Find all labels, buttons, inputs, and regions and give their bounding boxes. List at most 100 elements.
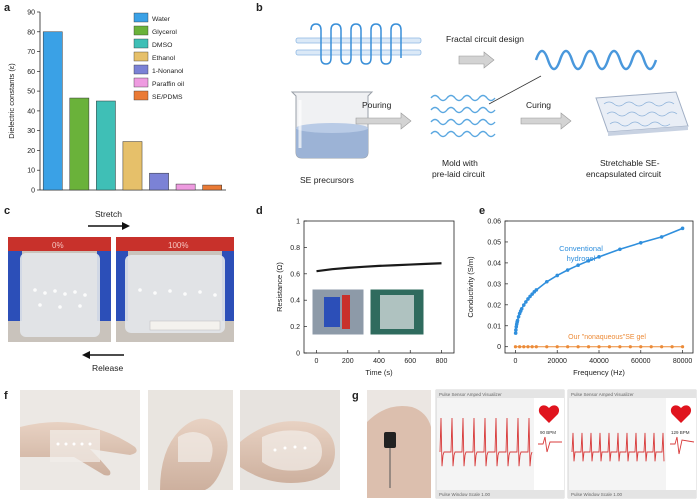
- data-point: [576, 345, 580, 349]
- strain-0-label: 0%: [52, 241, 64, 250]
- mold-label-line1: Mold with: [442, 158, 478, 168]
- data-point: [518, 345, 522, 349]
- hydrogel-label-line2: hydrogel: [567, 254, 596, 263]
- x-tick-label: 400: [373, 358, 385, 365]
- y-tick-label: 0.03: [487, 281, 501, 288]
- legend-entry: 1-Nonanol: [152, 68, 184, 75]
- data-point: [545, 345, 549, 349]
- strain-100-label: 100%: [168, 241, 188, 250]
- x-axis-label: Time (s): [365, 368, 393, 377]
- y-tick-label: 0: [296, 351, 300, 358]
- panel-g: g Pulse Sensor Amped Visualizer 90 BPM P…: [350, 382, 700, 501]
- legend-entry: Ethanol: [152, 55, 176, 62]
- inset-clamp-red: [342, 295, 350, 329]
- y-tick-label: 90: [27, 10, 35, 17]
- screen-2-title: Pulse Sensor Amped Visualizer: [571, 392, 634, 397]
- data-point: [516, 314, 521, 319]
- y-tick-label: 1: [296, 219, 300, 226]
- y-tick-label: 30: [27, 128, 35, 135]
- wrist-photo: [367, 390, 431, 498]
- legend-swatch: [133, 64, 149, 75]
- heart-icon: [670, 405, 692, 423]
- y-tick-label: 0.4: [290, 298, 300, 305]
- data-point: [649, 345, 653, 349]
- stretchable-label-line2: encapsulated circuit: [586, 169, 662, 179]
- curing-label: Curing: [526, 100, 551, 110]
- stretch-label: Stretch: [95, 209, 122, 219]
- bar: [175, 183, 196, 191]
- se-precursors-label: SE precursors: [300, 175, 354, 185]
- panel-label-d: d: [256, 205, 263, 217]
- se-gel-label: Our "nonaqueous"SE gel: [568, 334, 646, 341]
- data-point: [528, 294, 532, 299]
- legend-swatch: [133, 25, 149, 36]
- data-point: [513, 331, 518, 335]
- pouring-label: Pouring: [362, 100, 392, 110]
- pulse-monitor-figure: Pulse Sensor Amped Visualizer 90 BPM Pul…: [367, 389, 697, 499]
- fractal-label: Fractal circuit design: [446, 34, 524, 44]
- legend-entry: Glycerol: [152, 29, 177, 36]
- data-point: [576, 263, 580, 268]
- legend-entry: SE/PDMS: [152, 94, 183, 101]
- data-point: [628, 345, 632, 349]
- x-tick-label: 60000: [631, 358, 651, 365]
- panel-label-e: e: [479, 205, 486, 217]
- stretch-release-figure: Stretch 0%: [8, 209, 234, 373]
- x-tick-label: 600: [404, 358, 416, 365]
- x-tick-label: 800: [436, 358, 448, 365]
- stretch-arrow: [88, 222, 130, 230]
- data-point: [566, 345, 570, 349]
- arrow-curing: [520, 112, 572, 130]
- bar: [69, 97, 90, 191]
- legend-swatch: [133, 77, 149, 88]
- screen-1-bpm: 90 BPM: [540, 430, 556, 435]
- panel-b: b Fractal circuit design SE precursors P…: [236, 0, 700, 200]
- y-tick-label: 40: [27, 108, 35, 115]
- y-tick-label: 10: [27, 168, 35, 175]
- panel-label-c: c: [4, 205, 11, 217]
- data-point: [524, 300, 528, 304]
- y-tick-label: 0.04: [487, 260, 501, 267]
- data-point: [515, 318, 520, 323]
- data-point: [555, 273, 560, 278]
- hand-photo-fist-bent: [148, 390, 233, 490]
- y-tick-label: 20: [27, 148, 35, 155]
- data-point: [618, 345, 622, 349]
- data-point: [514, 328, 518, 332]
- bar: [202, 184, 222, 191]
- y-tick-label: 0.06: [487, 219, 501, 226]
- screen-1-footer: Pulse Window Scale 1.00: [439, 492, 491, 497]
- sample-photo-stretched: [116, 237, 234, 342]
- resistance-line: [316, 262, 442, 273]
- x-tick-label: 0: [513, 358, 517, 365]
- mold-label-line2: pre-laid circuit: [432, 169, 486, 179]
- bar: [149, 172, 169, 191]
- panel-label-f: f: [4, 390, 8, 402]
- pulse-screen-1: [435, 389, 565, 499]
- y-tick-label: 0.05: [487, 239, 501, 246]
- data-point: [638, 240, 643, 245]
- bar: [96, 100, 116, 191]
- x-tick-label: 80000: [673, 358, 693, 365]
- legend-entry: Paraffin oil: [152, 81, 184, 88]
- release-arrow: [82, 351, 124, 359]
- data-point: [597, 255, 601, 259]
- x-tick-label: 200: [342, 358, 354, 365]
- y-tick-label: 0: [497, 344, 501, 351]
- panel-f: f: [0, 382, 350, 501]
- y-axis-label: Resistance (Ω): [275, 262, 284, 312]
- data-point: [534, 288, 539, 292]
- encapsulated-circuit-icon: [595, 91, 689, 136]
- arrow-pouring: [355, 112, 412, 130]
- stretchable-label-line1: Stretchable SE-: [600, 158, 660, 168]
- data-point: [526, 345, 530, 349]
- data-point: [586, 259, 591, 263]
- legend-swatch: [133, 51, 149, 62]
- panel-label-g: g: [352, 390, 359, 402]
- data-point: [530, 292, 534, 296]
- data-point: [522, 345, 526, 349]
- hand-photo-fist: [240, 390, 340, 490]
